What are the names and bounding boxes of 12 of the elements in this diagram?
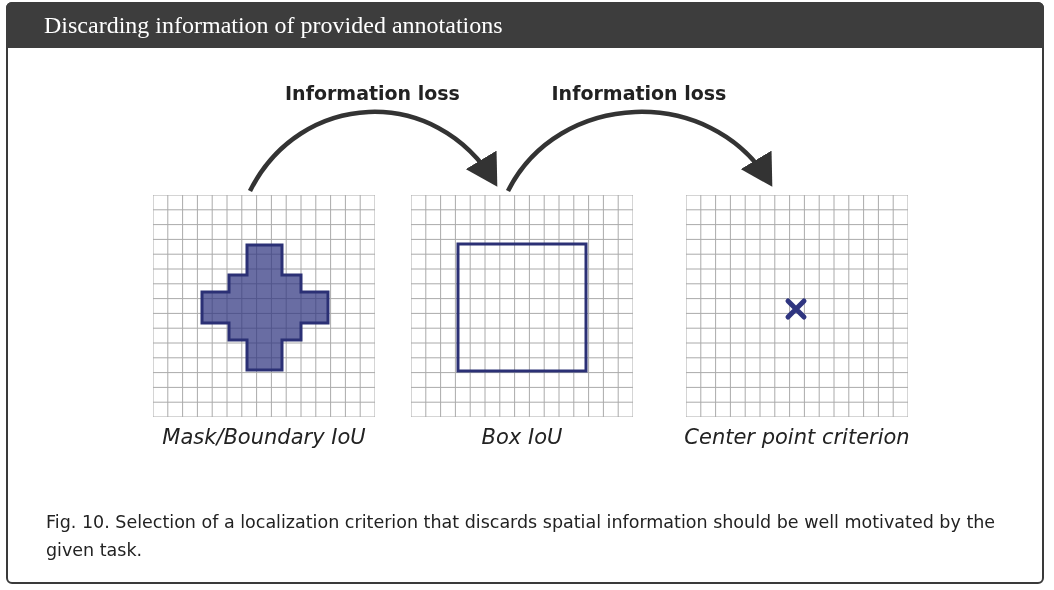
grid-caption: Mask/Boundary IoU: [161, 425, 367, 449]
edge-label: Information loss: [550, 82, 728, 104]
title-bar: Discarding information of provided annotations: [6, 2, 1044, 48]
mask-grid-drawing: [153, 195, 375, 417]
grid-caption: Center point criterion: [683, 425, 911, 449]
curved-arrow: [506, 109, 773, 193]
box-grid-drawing: [411, 195, 633, 417]
curved-arrow: [248, 109, 498, 193]
grid-caption: Box IoU: [480, 425, 564, 449]
edge-label: Information loss: [284, 82, 461, 104]
figure-caption: Fig. 10. Selection of a localization criterion that discards spatial information should be well motivated by the given task.: [46, 511, 997, 562]
point-grid-drawing: [686, 195, 908, 417]
